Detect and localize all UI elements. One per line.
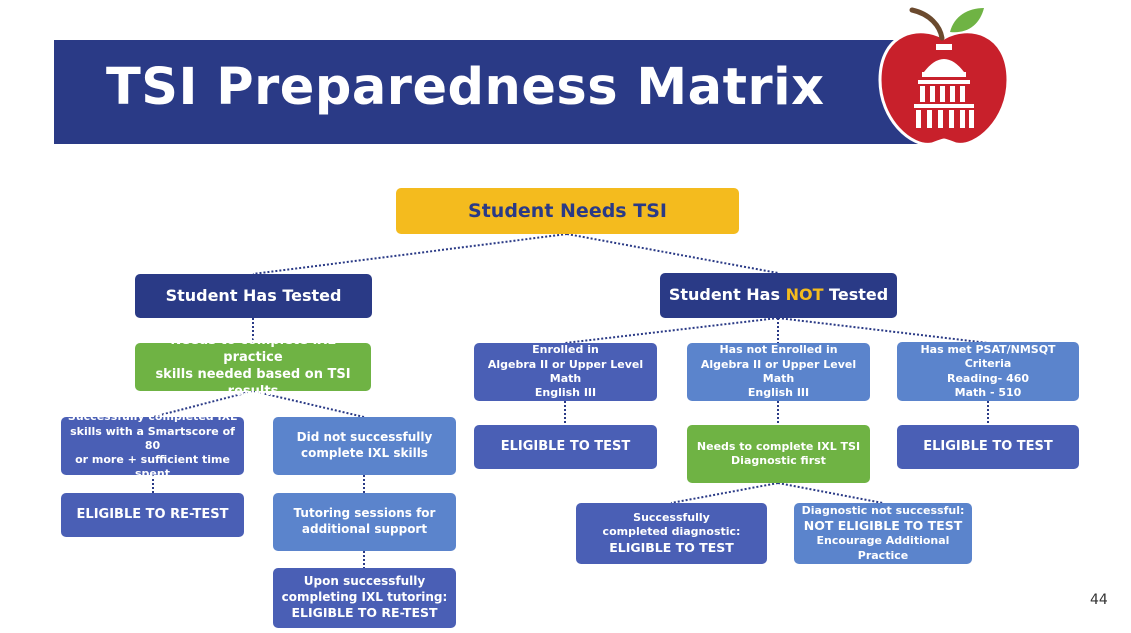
node-line: Diagnostic not successful:: [801, 503, 965, 517]
page-number: 44: [1090, 592, 1108, 608]
connector: [566, 233, 779, 274]
node-result: ELIGIBLE TO TEST: [609, 539, 734, 555]
node-line: English III: [747, 386, 810, 400]
node-line: Successfully completed IXL: [67, 410, 238, 424]
node-psat-criteria: Has met PSAT/NMSQT Criteria Reading- 460…: [897, 342, 1079, 401]
node-result: ELIGIBLE TO RE-TEST: [291, 605, 438, 621]
node-psat-eligible: ELIGIBLE TO TEST: [897, 425, 1079, 469]
node-line: Upon successfully: [303, 574, 426, 589]
node-line: Enrolled in: [532, 343, 599, 357]
node-line: Successfully: [633, 511, 710, 525]
title-banner: TSI Preparedness Matrix: [54, 40, 924, 144]
node-line: skills with a Smartscore of 80: [70, 424, 235, 452]
node-line: completing IXL tutoring:: [281, 589, 448, 604]
connector: [670, 482, 779, 504]
node-line: skills needed based on TSI results: [155, 367, 351, 399]
node-label-highlight: NOT: [785, 285, 824, 305]
node-label: Tested: [823, 285, 889, 305]
connector: [777, 482, 884, 504]
node-eligible-to-retest: ELIGIBLE TO RE-TEST: [61, 493, 244, 537]
node-diagnostic-fail: Diagnostic not successful: NOT ELIGIBLE …: [794, 503, 972, 564]
node-line: Needs to complete IXL practice: [170, 333, 336, 366]
connector: [564, 317, 779, 344]
node-label: ELIGIBLE TO TEST: [923, 438, 1053, 454]
node-label: Student Has Tested: [165, 285, 342, 305]
node-line: Tutoring sessions for: [293, 506, 436, 521]
node-line: Reading- 460: [946, 371, 1030, 385]
node-label: Student Has: [668, 285, 786, 305]
connector: [152, 390, 254, 418]
connector: [252, 390, 365, 418]
node-enrolled-eligible: ELIGIBLE TO TEST: [474, 425, 657, 469]
node-needs-diagnostic: Needs to complete IXL TSI Diagnostic fir…: [687, 425, 870, 483]
node-line: Needs to complete IXL TSI: [696, 439, 861, 453]
node-completed-ixl: Successfully completed IXL skills with a…: [61, 410, 244, 480]
node-student-needs-tsi: Student Needs TSI: [396, 188, 739, 234]
node-line: Encourage Additional Practice: [816, 534, 950, 562]
node-label: ELIGIBLE TO TEST: [500, 438, 631, 454]
node-line: Algebra II or Upper Level Math: [700, 357, 857, 385]
node-line: additional support: [301, 522, 428, 536]
node-line: English III: [534, 386, 597, 400]
node-line: Diagnostic first: [731, 454, 826, 467]
node-did-not-complete-ixl: Did not successfully complete IXL skills: [273, 417, 456, 475]
node-line: completed diagnostic:: [602, 525, 741, 539]
node-enrolled: Enrolled in Algebra II or Upper Level Ma…: [474, 343, 657, 401]
node-student-has-tested: Student Has Tested: [135, 274, 372, 318]
connector: [777, 317, 989, 344]
node-line: Did not successfully: [296, 430, 433, 445]
node-label: Student Needs TSI: [468, 199, 667, 222]
node-needs-ixl-practice: Needs to complete IXL practice skills ne…: [135, 333, 371, 399]
node-not-enrolled: Has not Enrolled in Algebra II or Upper …: [687, 343, 870, 401]
node-line: Has not Enrolled in: [719, 343, 838, 357]
node-line: or more + sufficient time spent: [75, 453, 230, 481]
node-line: Algebra II or Upper Level Math: [487, 357, 644, 385]
node-line: Math - 510: [954, 385, 1022, 399]
node-line: complete IXL skills: [301, 446, 428, 460]
node-result: NOT ELIGIBLE TO TEST: [803, 518, 963, 534]
apple-capitol-logo: [878, 7, 1010, 146]
connector: [252, 233, 568, 275]
node-after-tutoring: Upon successfully completing IXL tutorin…: [273, 568, 456, 628]
node-student-has-not-tested: Student Has NOT Tested: [660, 273, 897, 318]
node-diagnostic-success: Successfully completed diagnostic: ELIGI…: [576, 503, 767, 564]
page-title: TSI Preparedness Matrix: [106, 58, 825, 117]
node-tutoring-sessions: Tutoring sessions for additional support: [273, 493, 456, 551]
node-label: ELIGIBLE TO RE-TEST: [76, 506, 229, 522]
node-line: Has met PSAT/NMSQT Criteria: [920, 342, 1056, 371]
